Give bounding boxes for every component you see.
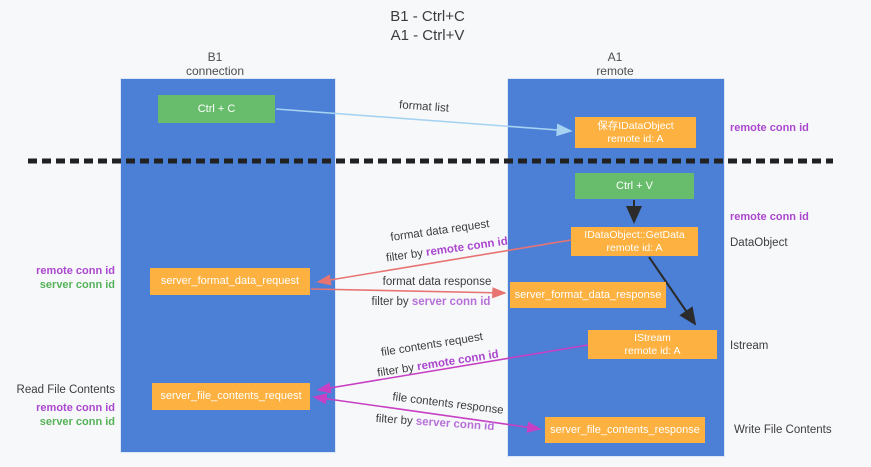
format-data-response-label: format data response	[382, 276, 492, 288]
istream-line2: remote id: A	[624, 344, 681, 357]
annotation-read-file-contents: Read File Contents	[16, 384, 115, 396]
lane-b1-role: connection	[185, 64, 245, 78]
save-idataobject-line2: remote id: A	[607, 132, 664, 145]
node-server-file-contents-response: server_file_contents_response	[545, 417, 705, 443]
lane-a1-name: A1	[607, 50, 623, 64]
filter-by-text: filter by	[375, 412, 414, 428]
server-file-contents-response-label: server_file_contents_response	[550, 423, 700, 436]
filter-by-server-conn-id-label-1: filter by server conn id	[372, 296, 491, 308]
lane-header-b1: B1 connection	[160, 50, 270, 78]
annotation-server-conn-id-left-1: server conn id	[39, 279, 115, 291]
server-format-data-request-label: server_format_data_request	[160, 275, 300, 287]
title-line-2: A1 - Ctrl+V	[390, 27, 465, 44]
ctrl-c-label: Ctrl + C	[197, 102, 236, 115]
getdata-line2: remote id: A	[606, 241, 663, 254]
format-data-response-arrow	[310, 287, 507, 299]
save-idataobject-line1: 保存IDataObject	[597, 119, 674, 132]
getdata-line1: IDataObject::GetData	[584, 228, 685, 241]
node-save-idataobject: 保存IDataObject remote id: A	[575, 117, 696, 148]
node-ctrl-v: Ctrl + V	[575, 173, 694, 199]
ctrl-v-label: Ctrl + V	[616, 179, 653, 192]
title-line-1: B1 - Ctrl+C	[390, 8, 465, 25]
annotation-remote-conn-id-right-2: remote conn id	[730, 211, 809, 223]
server-format-data-response-label: server_format_data_response	[514, 288, 662, 301]
lane-a1-role: remote	[596, 64, 634, 78]
server-file-contents-request-label: server_file_contents_request	[160, 390, 302, 402]
lane-b1-name: B1	[207, 50, 223, 64]
lane-header-a1: A1 remote	[560, 50, 670, 78]
node-server-format-data-request: server_format_data_request	[150, 268, 310, 295]
file-contents-response-arrow	[312, 393, 542, 433]
annotation-remote-conn-id-right-1: remote conn id	[730, 122, 809, 134]
server-conn-id-text: server conn id	[411, 296, 491, 308]
annotation-dataobject: DataObject	[730, 237, 788, 249]
file-contents-request-arrow	[316, 344, 589, 394]
diagram-title: B1 - Ctrl+C A1 - Ctrl+V	[300, 7, 555, 45]
istream-line1: IStream	[634, 331, 671, 344]
annotation-write-file-contents: Write File Contents	[734, 424, 832, 436]
node-idataobject-getdata: IDataObject::GetData remote id: A	[571, 227, 698, 256]
getdata-to-istream-arrow	[648, 256, 697, 326]
annotation-istream: Istream	[730, 340, 769, 352]
node-istream: IStream remote id: A	[588, 330, 717, 359]
annotation-server-conn-id-left-2: server conn id	[39, 416, 115, 428]
node-server-format-data-response: server_format_data_response	[510, 282, 666, 308]
format-list-arrow	[275, 108, 573, 137]
node-server-file-contents-request: server_file_contents_request	[152, 383, 310, 410]
format-data-request-arrow	[316, 239, 572, 286]
annotation-remote-conn-id-left-2: remote conn id	[36, 402, 115, 414]
filter-by-text: filter by	[371, 296, 409, 308]
annotation-remote-conn-id-left-1: remote conn id	[36, 265, 115, 277]
node-ctrl-c: Ctrl + C	[158, 95, 275, 123]
